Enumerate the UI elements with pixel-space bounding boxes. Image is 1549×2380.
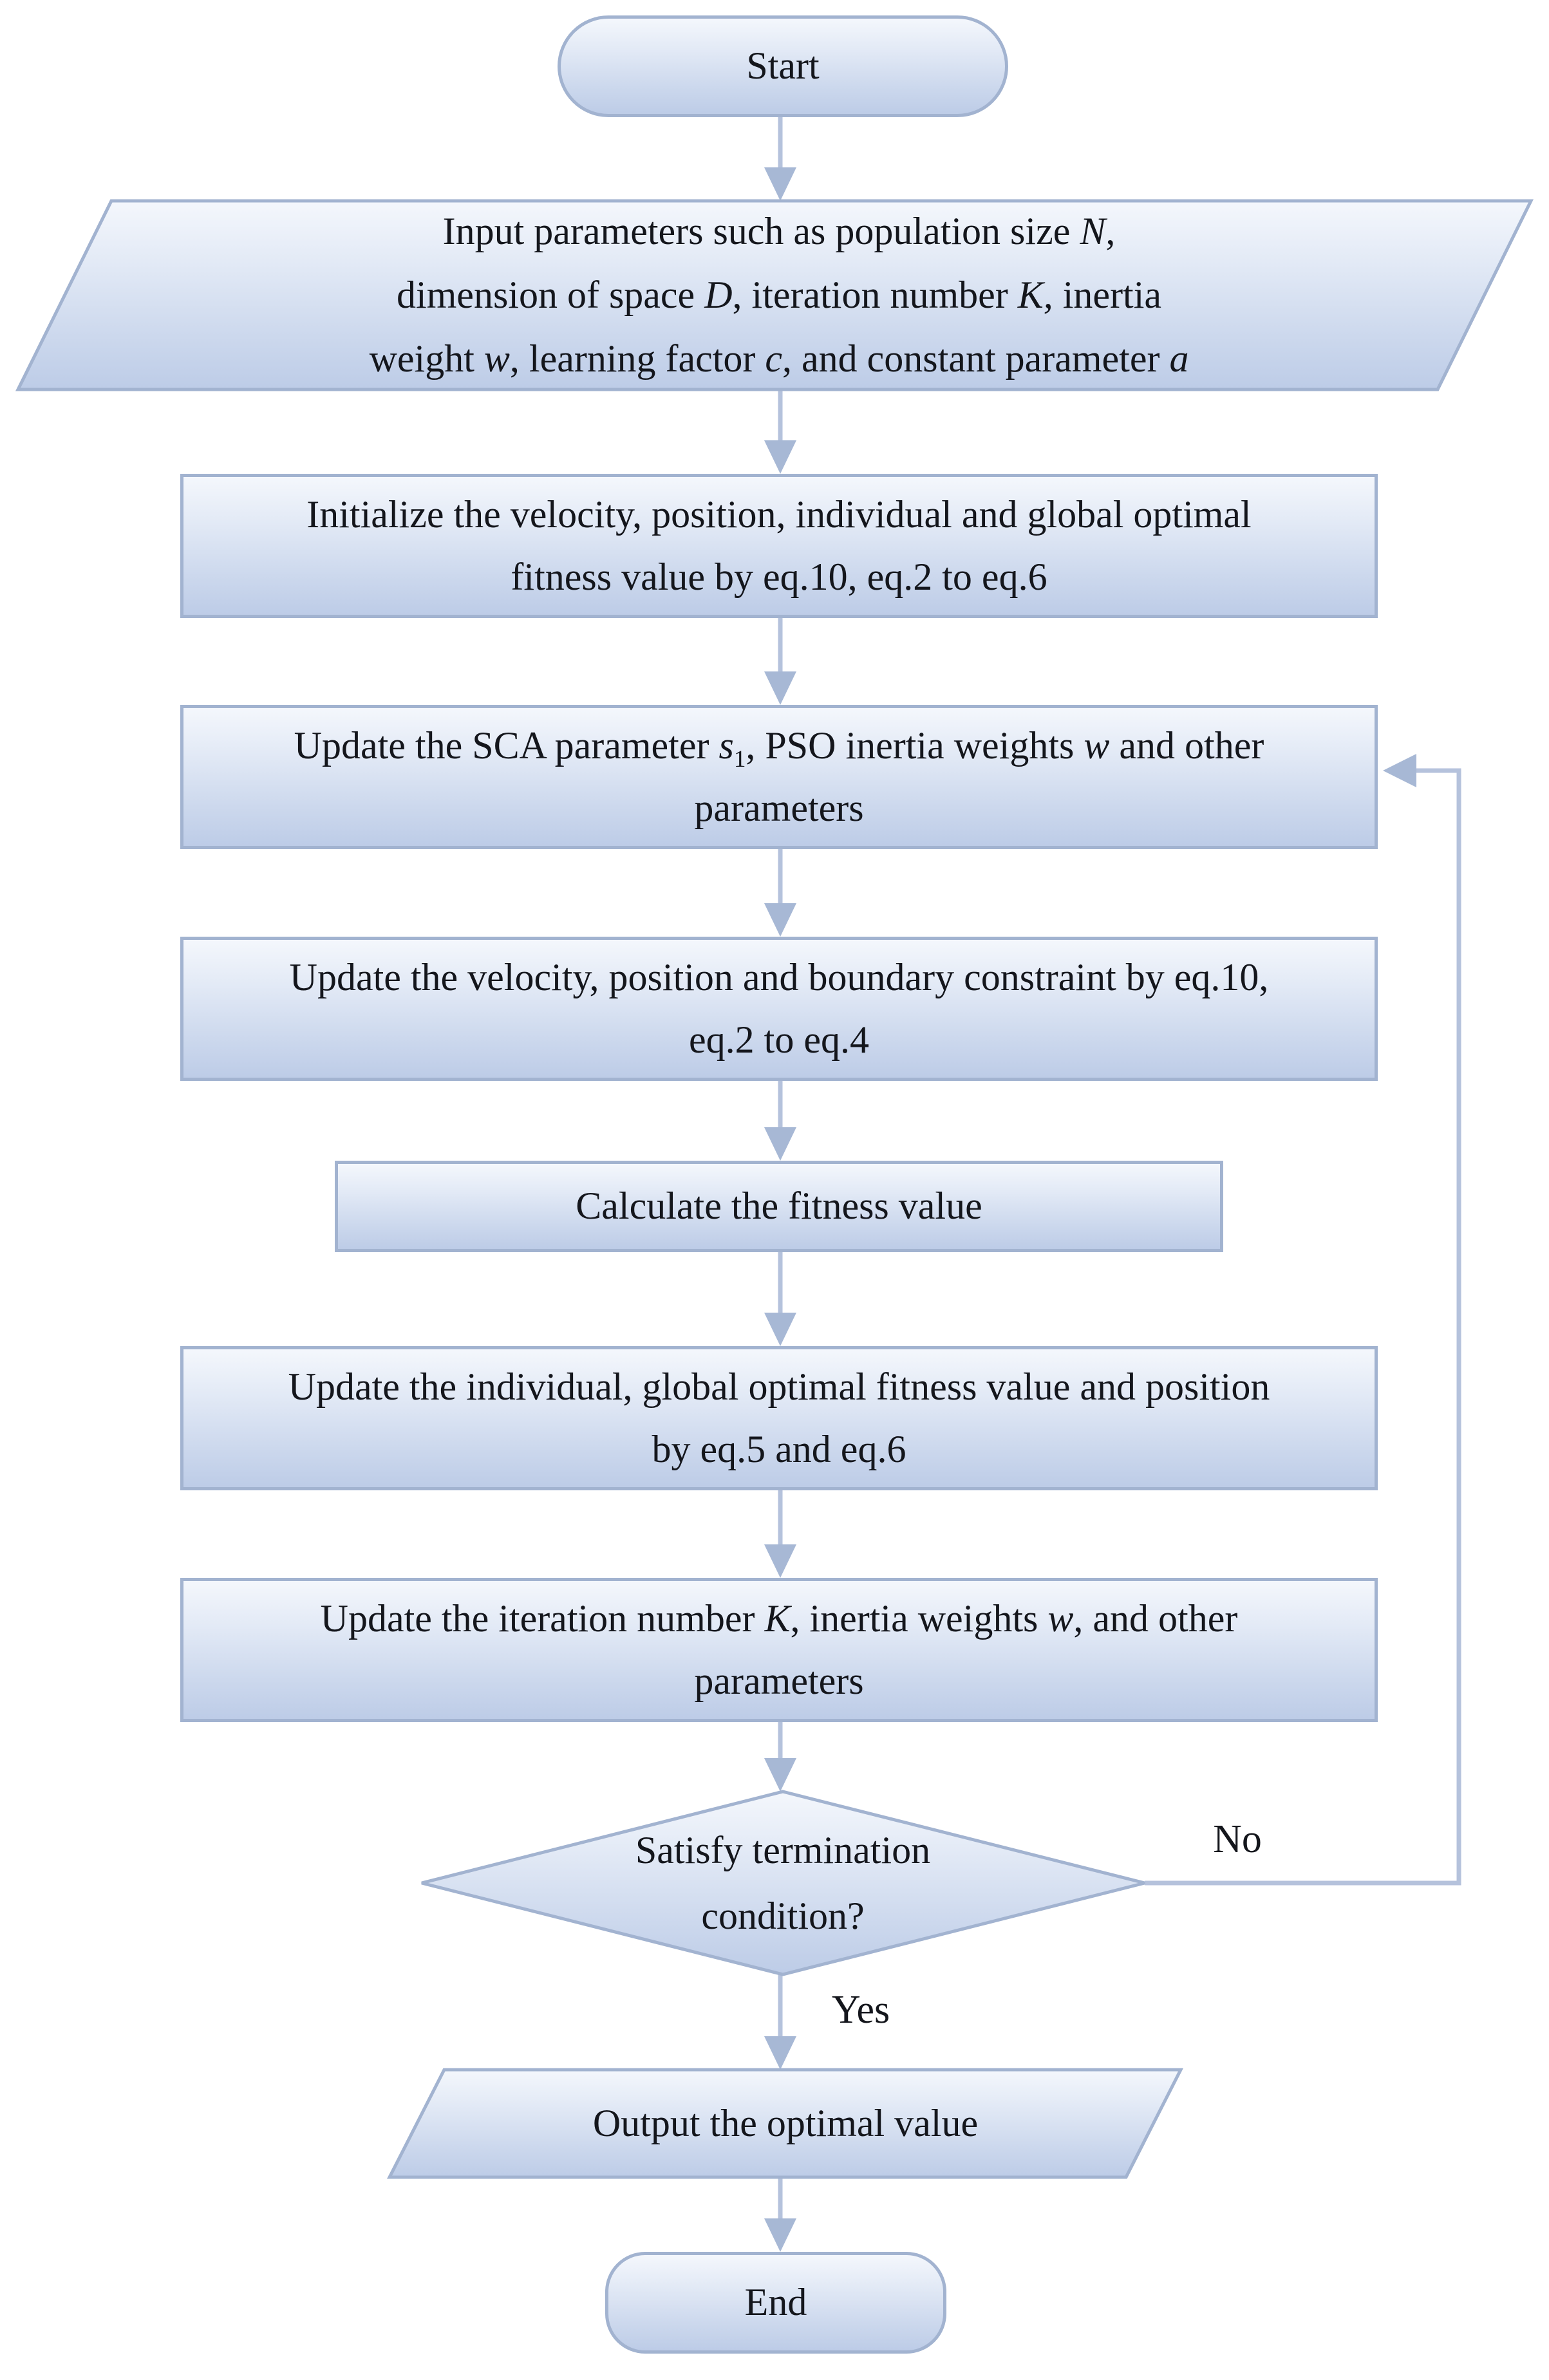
update-iteration-node: Update the iteration number K, inertia w… <box>180 1578 1378 1722</box>
update-optimal-node: Update the individual, global optimal fi… <box>180 1346 1378 1490</box>
arrowhead-into-end <box>764 2218 796 2252</box>
end-node: End <box>605 2252 946 2354</box>
arrowhead-into-update-optimal <box>764 1313 796 1346</box>
update-sca-node: Update the SCA parameter s1, PSO inertia… <box>180 705 1378 849</box>
end-label: End <box>744 2281 807 2324</box>
arrowhead-into-input <box>764 167 796 201</box>
arrowhead-into-decision <box>764 1758 796 1792</box>
arrowhead-into-update-velocity <box>764 903 796 937</box>
arrowhead-into-calculate <box>764 1127 796 1161</box>
decision-shape <box>421 1790 1145 1976</box>
start-label: Start <box>746 44 820 88</box>
arrowhead-into-update-sca <box>764 671 796 705</box>
yes-branch-label: Yes <box>831 1987 890 2032</box>
edge-decision-no-loop <box>1145 768 1461 1886</box>
update-velocity-node: Update the velocity, position and bounda… <box>180 937 1378 1081</box>
output-shape <box>386 2068 1184 2179</box>
start-node: Start <box>558 15 1008 117</box>
arrowhead-no-loop-into-update-sca <box>1383 754 1416 787</box>
input-parameters-shape <box>15 199 1534 391</box>
arrowhead-into-update-iteration <box>764 1544 796 1578</box>
no-branch-label: No <box>1213 1817 1262 1861</box>
initialize-node: Initialize the velocity, position, indiv… <box>180 474 1378 618</box>
calculate-fitness-node: Calculate the fitness value <box>335 1161 1223 1252</box>
arrowhead-into-output <box>764 2036 796 2070</box>
arrowhead-into-initialize <box>764 440 796 474</box>
